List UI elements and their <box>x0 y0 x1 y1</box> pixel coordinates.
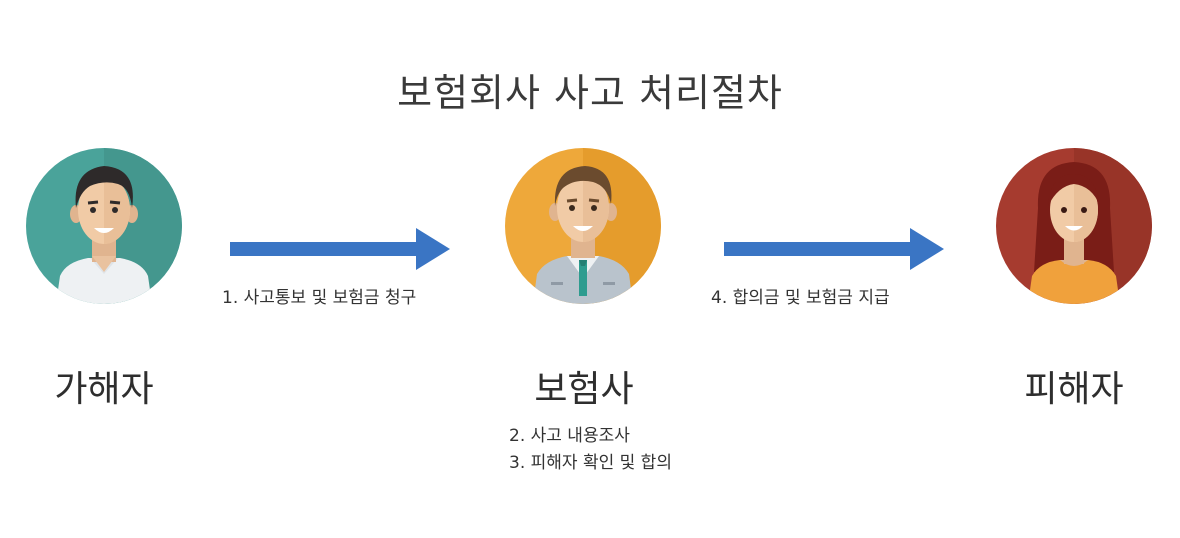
man-icon <box>26 148 182 304</box>
arrow-label-claim: 1. 사고통보 및 보험금 청구 <box>222 288 417 308</box>
woman-icon <box>996 148 1152 304</box>
insurer-steps: 2. 사고 내용조사 3. 피해자 확인 및 합의 <box>509 423 672 477</box>
arrow-shaft <box>724 242 912 256</box>
step-item: 3. 피해자 확인 및 합의 <box>509 453 672 473</box>
arrow-shaft <box>230 242 418 256</box>
arrow-head <box>910 228 944 270</box>
arrow-right-icon <box>228 226 452 272</box>
party-label-offender: 가해자 <box>54 369 154 410</box>
businessman-icon <box>505 148 661 304</box>
party-label-victim: 피해자 <box>1024 369 1124 410</box>
arrow-right-icon <box>722 226 946 272</box>
party-label-insurer: 보험사 <box>534 369 634 410</box>
step-item: 2. 사고 내용조사 <box>509 426 630 446</box>
diagram-title: 보험회사 사고 처리절차 <box>397 71 783 115</box>
arrow-label-payment: 4. 합의금 및 보험금 지급 <box>711 288 890 308</box>
arrow-head <box>416 228 450 270</box>
